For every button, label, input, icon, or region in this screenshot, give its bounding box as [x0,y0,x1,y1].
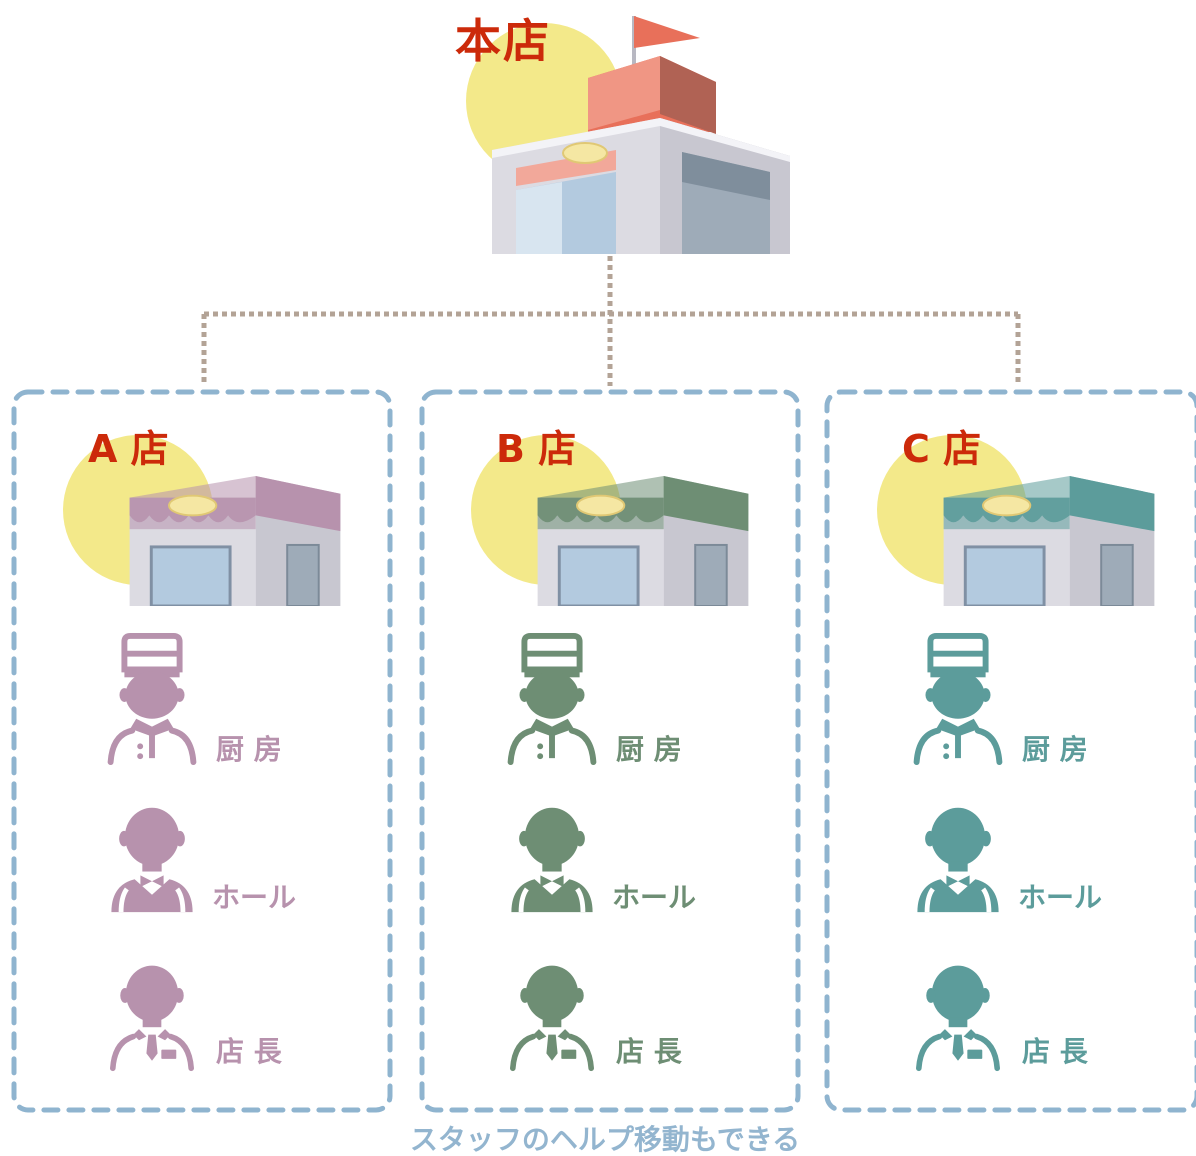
store-c-role-kitchen: 厨 房 [1022,733,1088,766]
store-c-building [942,476,1156,606]
help-transfer-caption: スタッフのヘルプ移動もできる [409,1123,801,1156]
waiter-icon [511,808,592,912]
store-b-role-manager: 店 長 [616,1035,682,1068]
store-c-title: C 店 [902,427,982,471]
store-c-group-box [824,389,1196,1113]
store-a-title: A 店 [88,427,169,471]
chef-icon [511,636,594,762]
manager-icon [513,966,591,1069]
waiter-icon [111,808,192,912]
store-b-title: B 店 [496,427,577,471]
chef-icon [111,636,194,762]
headquarters-title: 本店 [455,14,551,68]
waiter-icon [917,808,998,912]
org-connector-lines [201,256,1021,386]
chef-icon [917,636,1000,762]
store-b-group-box [419,389,801,1113]
store-c-role-manager: 店 長 [1022,1035,1088,1068]
manager-icon [919,966,997,1069]
store-a-building [128,476,342,606]
store-b-role-kitchen: 厨 房 [616,733,682,766]
manager-icon [113,966,191,1069]
headquarters-building [492,16,790,254]
store-b-building [536,476,750,606]
store-a-role-hall: ホール [212,881,297,914]
store-c-role-hall: ホール [1018,881,1103,914]
store-a-group-box [11,389,393,1113]
store-a-role-manager: 店 長 [216,1035,282,1068]
store-b-role-hall: ホール [612,881,697,914]
store-a-role-kitchen: 厨 房 [216,733,282,766]
